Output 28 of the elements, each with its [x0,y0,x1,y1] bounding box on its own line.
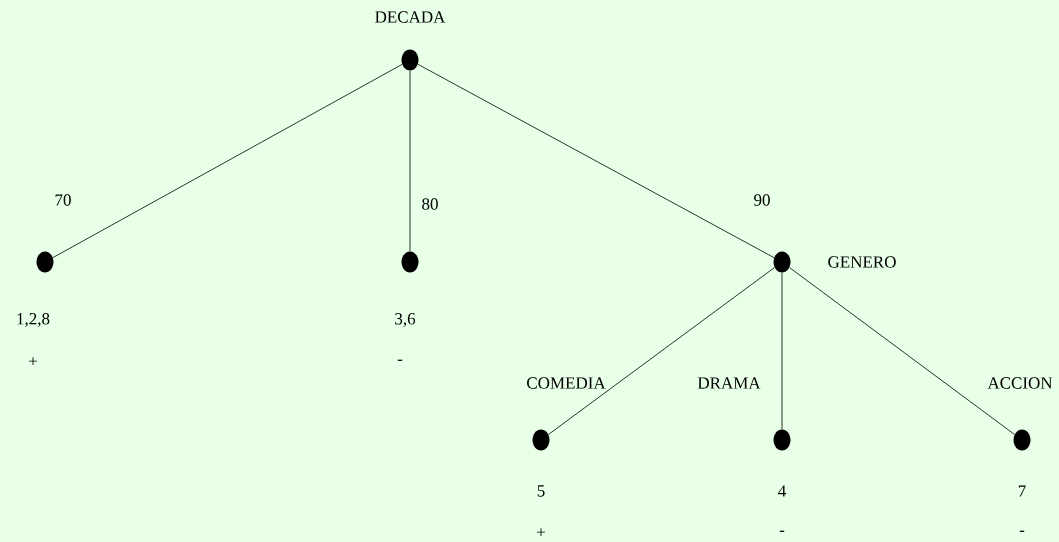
node-caption: 4 [778,485,786,497]
node-caption: - [397,359,403,361]
tree-node [773,429,791,451]
node-caption: - [779,530,785,532]
node-caption: 1,2,8 [17,313,50,327]
node-caption: GENERO [828,256,896,268]
tree-branch [789,267,1015,435]
node-caption: DECADA [375,11,446,23]
node-caption: + [29,357,37,366]
edge-label: COMEDIA [525,376,607,390]
node-caption: + [537,528,545,537]
tree-branch [52,64,403,258]
tree-branch [781,272,783,430]
tree-branch [409,70,411,252]
node-caption: 3,6 [395,313,416,327]
node-caption: 7 [1018,485,1026,497]
tree-node [773,251,791,273]
tree-node [401,49,419,71]
tree-node [1013,429,1031,451]
edge-label: DRAMA [696,376,762,390]
node-caption: 5 [537,485,545,497]
tree-node [36,251,54,273]
tree-branch [417,63,775,259]
tree-branch [548,267,775,435]
tree-node [532,429,550,451]
node-caption: - [1019,530,1025,532]
tree-node [401,251,419,273]
edge-label: ACCION [986,376,1054,390]
